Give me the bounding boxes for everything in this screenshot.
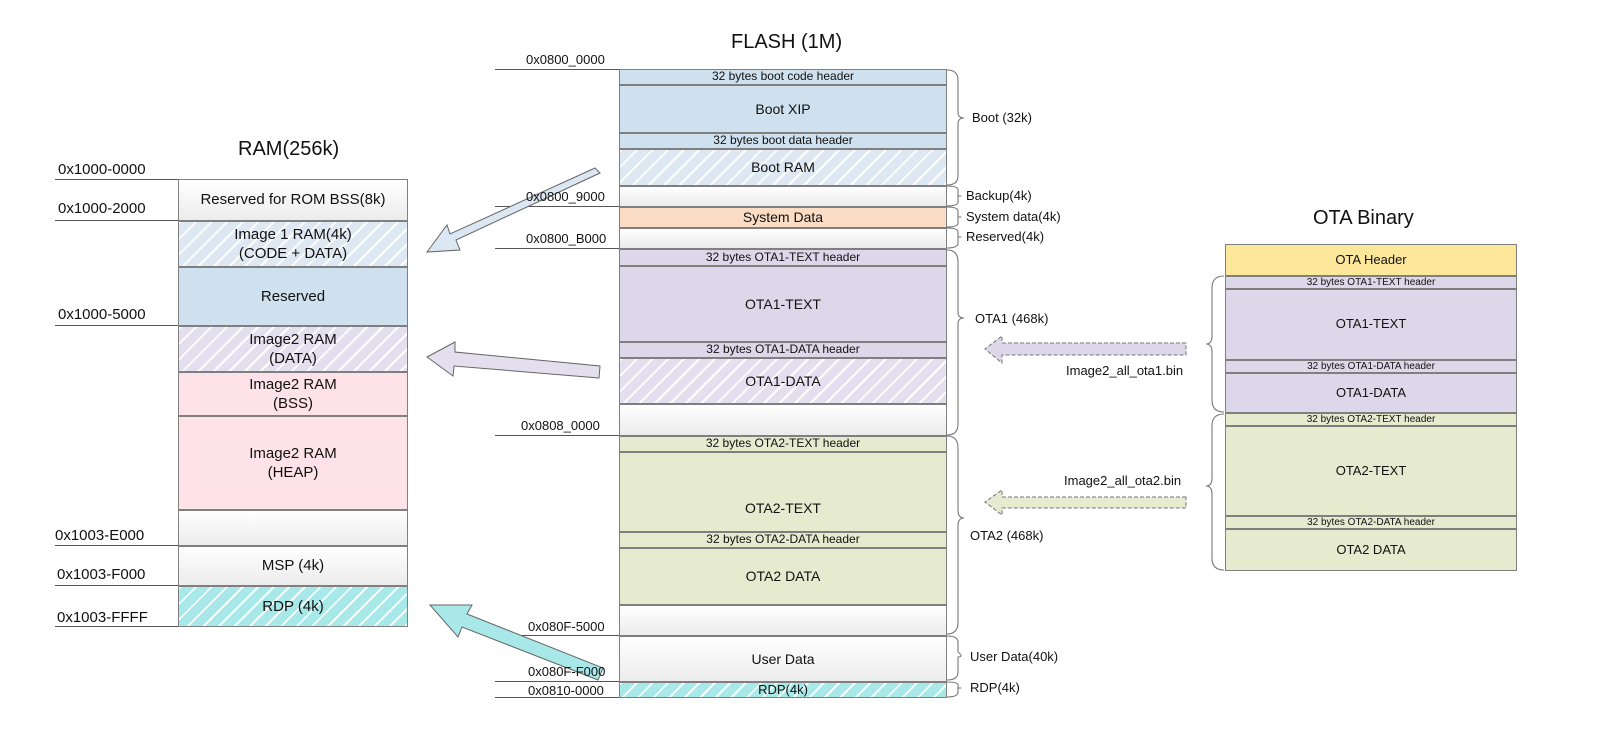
ram-address: 0x1003-F000 <box>57 566 146 583</box>
flash-address: 0x080F-F000 <box>528 664 606 679</box>
region-label-user-data: User Data(40k) <box>970 649 1059 664</box>
region-label-ota1: OTA1 (468k) <box>975 311 1049 326</box>
ota-block-ota2-text-header: 32 bytes OTA2-TEXT header <box>1225 413 1517 426</box>
ota-block-ota1-data: OTA1-DATA <box>1225 373 1517 413</box>
region-label-rdp: RDP(4k) <box>970 680 1020 695</box>
flash-block-ota2-data-header: 32 bytes OTA2-DATA header <box>619 532 947 548</box>
region-label-reserved: Reserved(4k) <box>966 229 1045 244</box>
ram-address: 0x1003-E000 <box>55 527 145 544</box>
ram-block-image2-heap: Image2 RAM(HEAP) <box>178 416 408 510</box>
flash-block-ota1-data: OTA1-DATA <box>619 358 947 404</box>
ram-block-msp: MSP (4k) <box>178 546 408 586</box>
flash-block-ota2-data: OTA2 DATA <box>619 548 947 605</box>
ota-binary-title: OTA Binary <box>1313 207 1414 229</box>
flash-block-reserved <box>619 228 947 249</box>
ota-block-ota2-text: OTA2-TEXT <box>1225 426 1517 516</box>
flash-block-backup <box>619 186 947 207</box>
flash-block-boot-data-header: 32 bytes boot data header <box>619 133 947 149</box>
region-label-backup: Backup(4k) <box>966 188 1032 203</box>
flash-block-ota2-free <box>619 605 947 636</box>
flash-block-ota1-text: OTA1-TEXT <box>619 266 947 342</box>
ram-block-reserved: Reserved <box>178 267 408 326</box>
ota-block-ota1-data-header: 32 bytes OTA1-DATA header <box>1225 360 1517 373</box>
ram-address: 0x1000-5000 <box>58 306 146 323</box>
flash-block-ota2-text: OTA2-TEXT <box>619 452 947 532</box>
ram-block-image1-ram: Image 1 RAM(4k)(CODE + DATA) <box>178 221 408 267</box>
flash-address: 0x0800_9000 <box>526 189 605 204</box>
flash-block-system-data: System Data <box>619 207 947 228</box>
flash-block-boot-ram: Boot RAM <box>619 149 947 186</box>
ota1-file-label: Image2_all_ota1.bin <box>1066 363 1184 378</box>
ota-block-ota1-text-header: 32 bytes OTA1-TEXT header <box>1225 276 1517 289</box>
ota-block-ota1-text: OTA1-TEXT <box>1225 289 1517 360</box>
ram-address: 0x1003-FFFF <box>57 609 148 626</box>
ram-address: 0x1000-0000 <box>58 161 146 178</box>
region-label-boot: Boot (32k) <box>972 110 1032 125</box>
ram-block-empty <box>178 510 408 546</box>
region-label-system-data: System data(4k) <box>966 209 1061 224</box>
flash-address: 0x0808_0000 <box>521 418 600 433</box>
ota2-file-label: Image2_all_ota2.bin <box>1064 473 1182 488</box>
flash-block-rdp: RDP(4k) <box>619 682 947 698</box>
flash-address: 0x0810-0000 <box>528 683 604 698</box>
ota-block-header: OTA Header <box>1225 244 1517 276</box>
ram-block-reserved-rom-bss: Reserved for ROM BSS(8k) <box>178 179 408 221</box>
ram-address: 0x1000-2000 <box>58 200 146 217</box>
ota-block-ota2-data: OTA2 DATA <box>1225 529 1517 571</box>
flash-block-boot-xip: Boot XIP <box>619 85 947 133</box>
ota-block-ota2-data-header: 32 bytes OTA2-DATA header <box>1225 516 1517 529</box>
flash-block-ota1-text-header: 32 bytes OTA1-TEXT header <box>619 249 947 266</box>
flash-block-ota2-text-header: 32 bytes OTA2-TEXT header <box>619 436 947 452</box>
ram-block-rdp: RDP (4k) <box>178 586 408 627</box>
ram-block-image2-data: Image2 RAM(DATA) <box>178 326 408 372</box>
flash-address: 0x0800_B000 <box>526 231 607 246</box>
flash-address: 0x0800_0000 <box>526 52 605 67</box>
ram-title: RAM(256k) <box>238 138 340 160</box>
flash-block-ota1-free <box>619 404 947 436</box>
flash-title: FLASH (1M) <box>731 31 843 53</box>
flash-block-user-data: User Data <box>619 636 947 682</box>
region-label-ota2: OTA2 (468k) <box>970 528 1044 543</box>
ram-block-image2-bss: Image2 RAM(BSS) <box>178 372 408 416</box>
flash-block-ota1-data-header: 32 bytes OTA1-DATA header <box>619 342 947 358</box>
flash-address: 0x080F-5000 <box>528 619 605 634</box>
flash-block-boot-code-header: 32 bytes boot code header <box>619 69 947 85</box>
